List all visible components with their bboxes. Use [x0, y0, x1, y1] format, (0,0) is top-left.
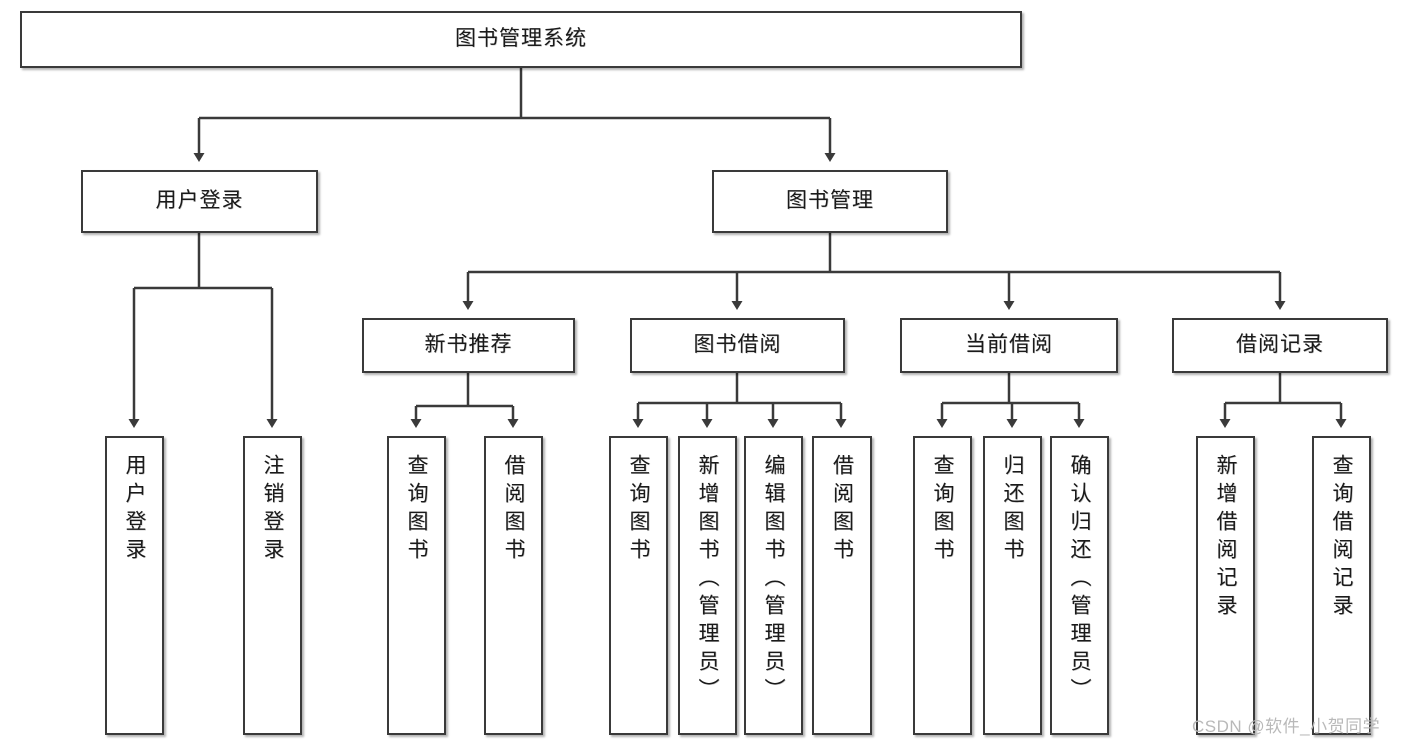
node-current-borrow[interactable]: 当前借阅 [900, 318, 1118, 373]
watermark-text: CSDN @软件_小贺同学 [1192, 717, 1381, 736]
node-new-book-recommend-label: 新书推荐 [424, 333, 513, 357]
node-user-login[interactable]: 用户登录 [81, 170, 318, 233]
leaf-record-query-record-label: 查询借阅记录 [1330, 454, 1353, 622]
node-book-management-label: 图书管理 [786, 189, 874, 213]
leaf-current-query-books[interactable]: 查询图书 [913, 436, 972, 735]
node-book-borrow-label: 图书借阅 [693, 333, 782, 357]
leaf-record-add-record[interactable]: 新增借阅记录 [1196, 436, 1255, 735]
node-borrow-record-label: 借阅记录 [1236, 333, 1324, 357]
leaf-borrow-borrow-books-label: 借阅图书 [830, 454, 854, 566]
leaf-record-add-record-label: 新增借阅记录 [1214, 454, 1237, 622]
leaf-borrow-add-book-admin[interactable]: 新增图书（管理员） [678, 436, 737, 735]
leaf-user-login[interactable]: 用户登录 [105, 436, 164, 735]
leaf-record-query-record[interactable]: 查询借阅记录 [1312, 436, 1371, 735]
leaf-borrow-edit-book-admin-label: 编辑图书（管理员） [762, 454, 785, 706]
leaf-current-return-books[interactable]: 归还图书 [983, 436, 1042, 735]
leaf-current-return-books-label: 归还图书 [1001, 454, 1024, 566]
leaf-borrow-add-book-admin-label: 新增图书（管理员） [696, 454, 719, 706]
leaf-borrow-borrow-books[interactable]: 借阅图书 [812, 436, 872, 735]
node-current-borrow-label: 当前借阅 [965, 333, 1053, 357]
leaf-newbook-borrow-books-label: 借阅图书 [502, 454, 525, 566]
node-book-borrow[interactable]: 图书借阅 [630, 318, 845, 373]
node-borrow-record[interactable]: 借阅记录 [1172, 318, 1388, 373]
leaf-user-logout-label: 注销登录 [261, 454, 284, 566]
leaf-user-login-label: 用户登录 [123, 454, 146, 566]
leaf-newbook-query-books[interactable]: 查询图书 [387, 436, 446, 735]
leaf-current-query-books-label: 查询图书 [931, 454, 954, 566]
node-new-book-recommend[interactable]: 新书推荐 [362, 318, 575, 373]
leaf-newbook-borrow-books[interactable]: 借阅图书 [484, 436, 543, 735]
leaf-current-confirm-return-admin-label: 确认归还（管理员） [1068, 454, 1091, 706]
leaf-borrow-query-books-label: 查询图书 [627, 454, 650, 566]
leaf-borrow-edit-book-admin[interactable]: 编辑图书（管理员） [744, 436, 803, 735]
leaf-newbook-query-books-label: 查询图书 [405, 454, 428, 566]
node-user-login-label: 用户登录 [155, 189, 244, 213]
node-root-label: 图书管理系统 [455, 27, 587, 51]
node-root-system[interactable]: 图书管理系统 [20, 11, 1022, 68]
leaf-current-confirm-return-admin[interactable]: 确认归还（管理员） [1050, 436, 1109, 735]
leaf-user-logout[interactable]: 注销登录 [243, 436, 302, 735]
leaf-borrow-query-books[interactable]: 查询图书 [609, 436, 668, 735]
node-book-management[interactable]: 图书管理 [712, 170, 948, 233]
